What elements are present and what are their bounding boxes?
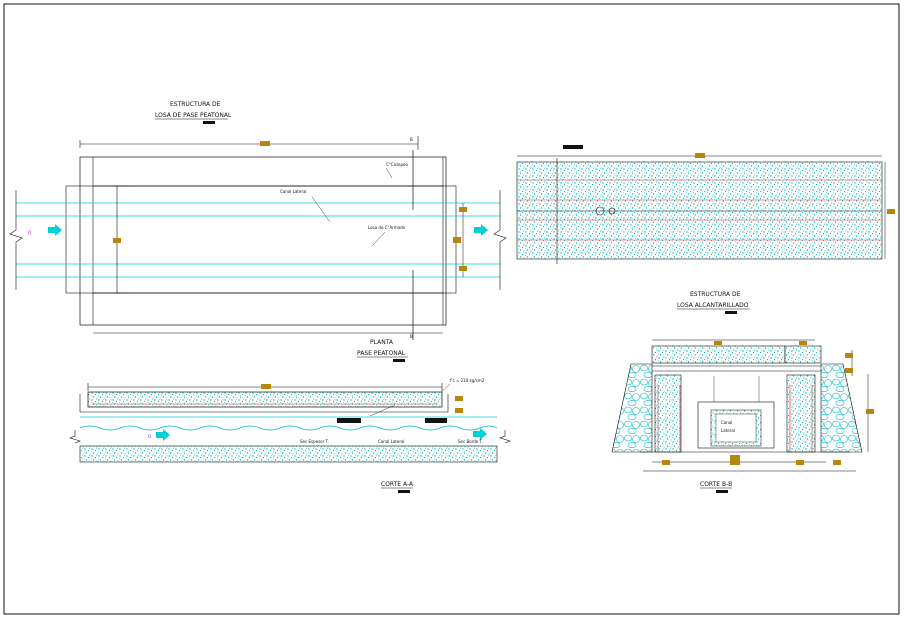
water-surface (79, 425, 498, 431)
flow-arrow-left (48, 224, 62, 236)
plan-view: ESTRUCTURA DE LOSA DE PASE PEATONAL B (9, 101, 507, 362)
section-mark-bottom: B (410, 334, 413, 339)
label-block (337, 418, 361, 423)
scale-bar (716, 490, 728, 493)
section-aa: f'c = 210 kg/cm2 Q Sec Espesor T. Canal … (69, 378, 511, 493)
flow-symbol-left: Q (28, 230, 31, 235)
dimension-marker (833, 460, 841, 465)
flow-arrow-right (474, 224, 488, 236)
dimension-marker (260, 141, 270, 146)
dimension-marker (113, 238, 121, 243)
dimension-marker (714, 341, 722, 345)
water-left-label: Sec Espesor T. (300, 439, 329, 444)
dimension-marker (866, 409, 874, 414)
dimension-marker (455, 408, 463, 413)
dimension-marker (261, 384, 271, 389)
scale-bar (725, 311, 737, 314)
note-concrete: C°Ciclopeo (386, 162, 408, 167)
channel-label-aa: Canal Lateral (378, 439, 405, 444)
masonry-right (820, 363, 863, 453)
masonry-left (611, 363, 653, 453)
culvert-title-line2: LOSA ALCANTARILLADO (677, 302, 749, 309)
slab-hatch (516, 161, 883, 260)
note-slab: Losa de C°Armado (368, 225, 406, 230)
center-channel (697, 401, 775, 449)
dimension-marker (845, 368, 853, 373)
dimension-marker (695, 153, 705, 158)
water-right-label: Sec Bordo T. (458, 439, 483, 444)
dimension-marker (459, 207, 467, 212)
channel-label-bb-2: Lateral (721, 428, 735, 433)
label-block (425, 418, 447, 423)
dimension-marker (887, 209, 895, 214)
note-channel: Canal Lateral (280, 189, 307, 194)
dimension-marker (845, 353, 853, 358)
culvert-title-line1: ESTRUCTURA DE (690, 291, 741, 298)
channel-bed (79, 445, 498, 463)
scale-bar (563, 145, 583, 149)
top-slab-right (784, 345, 822, 364)
plan-title-line2: LOSA DE PASE PEATONAL (155, 112, 232, 119)
sheet-border (3, 3, 900, 615)
section-bb: Canal Lateral CORTE B-B (611, 339, 874, 493)
culvert-slab: ESTRUCTURA DE LOSA ALCANTARILLADO (516, 145, 895, 314)
dimension-marker (796, 460, 804, 465)
scale-bar (203, 121, 215, 124)
section-aa-title: CORTE A-A (381, 481, 414, 488)
dimension-marker (453, 237, 461, 243)
plan-view-line1: PLANTA (370, 339, 394, 346)
left-wall (654, 374, 682, 453)
top-slab (651, 345, 786, 364)
flow-symbol-aa: Q (148, 434, 151, 439)
plan-view-line2: PASE PEATONAL (357, 350, 406, 357)
right-wall (786, 374, 816, 453)
fc-note: f'c = 210 kg/cm2 (450, 378, 485, 383)
flow-arrow-aa-right (473, 428, 487, 440)
dimension-marker (799, 341, 807, 345)
channel-label-bb-1: Canal (721, 420, 732, 425)
scale-bar (393, 359, 405, 362)
dimension-marker (662, 460, 670, 465)
section-mark-top: B (410, 137, 413, 142)
scale-bar (398, 490, 410, 493)
section-bb-title: CORTE B-B (700, 481, 732, 488)
dimension-marker (455, 396, 463, 401)
dimension-marker (730, 455, 740, 465)
deck-slab (87, 391, 443, 408)
slab-outline (79, 156, 447, 326)
dimension-marker (459, 266, 467, 271)
flow-arrow-aa-left (156, 429, 170, 441)
plan-title-line1: ESTRUCTURA DE (170, 101, 221, 108)
